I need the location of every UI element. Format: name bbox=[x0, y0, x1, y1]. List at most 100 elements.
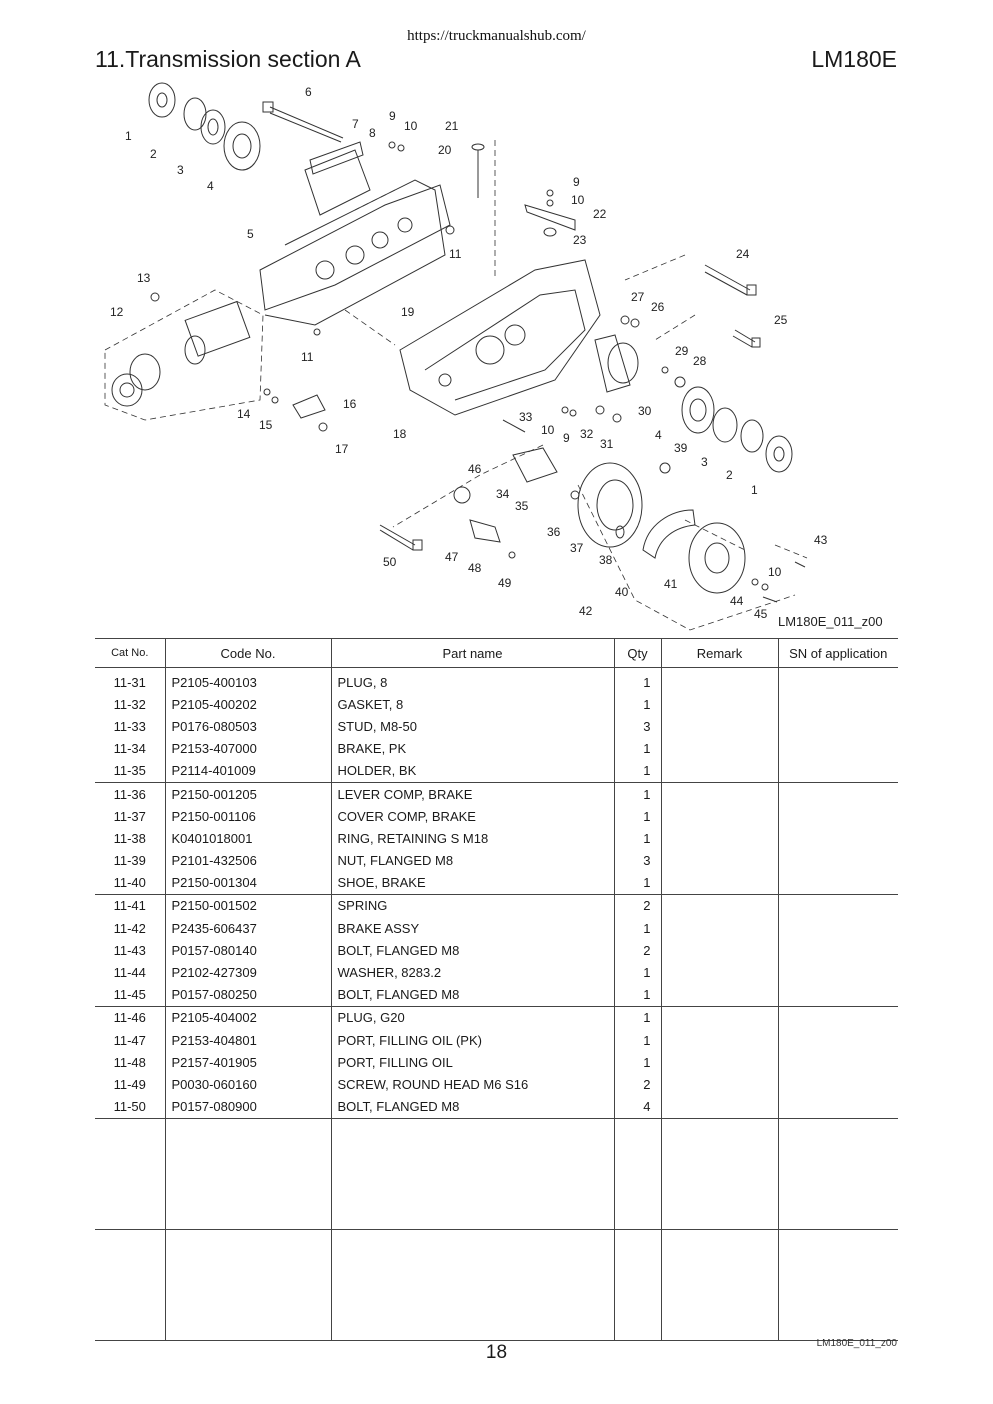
cell-cat: 11-35 bbox=[95, 759, 165, 783]
cell-code: K0401018001 bbox=[164, 827, 331, 850]
cell-qty: 2 bbox=[613, 894, 661, 918]
cell-code: P2153-407000 bbox=[164, 737, 331, 760]
cell-code: P0176-080503 bbox=[164, 715, 331, 738]
cell-qty: 1 bbox=[613, 983, 661, 1007]
callout-label: 39 bbox=[674, 441, 688, 455]
cell-code: P0157-080900 bbox=[164, 1095, 331, 1119]
ring-part-38 bbox=[615, 525, 625, 539]
callout-labels: 1 2 3 4 5 6 7 8 9 10 21 20 9 10 22 23 11… bbox=[110, 85, 828, 621]
cell-name: GASKET, 8 bbox=[330, 693, 614, 716]
cell-sn bbox=[777, 1073, 898, 1096]
bolt-part-6 bbox=[269, 106, 344, 139]
cell-name: BRAKE, PK bbox=[330, 737, 614, 760]
cell-remark bbox=[660, 667, 778, 694]
cell-cat: 11-39 bbox=[113, 853, 146, 869]
cell-name: LEVER COMP, BRAKE bbox=[330, 782, 614, 806]
cell-code: P2101-432506 bbox=[164, 849, 331, 872]
exploded-parts-diagram: 1 2 3 4 5 6 7 8 9 10 21 20 9 10 22 23 11… bbox=[95, 80, 898, 635]
arm-part-22 bbox=[524, 204, 576, 231]
cell-qty: 1 bbox=[613, 1051, 661, 1074]
stud-part-33 bbox=[502, 419, 526, 433]
callout-label: 12 bbox=[110, 305, 124, 319]
callout-label: 9 bbox=[563, 431, 570, 445]
cell-cat: 11-49 bbox=[113, 1076, 146, 1092]
cell-name: STUD, M8-50 bbox=[330, 715, 614, 738]
cell-remark bbox=[660, 894, 778, 918]
callout-label: 38 bbox=[599, 553, 613, 567]
callout-label: 13 bbox=[137, 271, 151, 285]
cell-sn bbox=[777, 715, 898, 738]
cell-qty: 1 bbox=[613, 737, 661, 760]
callout-label: 4 bbox=[207, 179, 214, 193]
housing-part-5 bbox=[259, 184, 451, 311]
cell-name: BRAKE ASSY bbox=[330, 917, 614, 940]
cell-name: NUT, FLANGED M8 bbox=[330, 849, 614, 872]
cell-qty: 2 bbox=[613, 1073, 661, 1096]
parts-table: Cat No. Code No. Part name Qty Remark SN… bbox=[95, 638, 898, 1341]
callout-label: 19 bbox=[401, 305, 415, 319]
callout-label: 49 bbox=[498, 576, 512, 590]
empty-row bbox=[95, 1229, 898, 1341]
cell-code: P2157-401905 bbox=[164, 1051, 331, 1074]
callout-label: 25 bbox=[774, 313, 788, 327]
cell-remark bbox=[660, 917, 778, 940]
cell-remark bbox=[660, 737, 778, 760]
callout-label: 10 bbox=[404, 119, 418, 133]
callout-label: 14 bbox=[237, 407, 251, 421]
source-url[interactable]: https://truckmanualshub.com/ bbox=[407, 28, 586, 44]
bearing-part-1 bbox=[148, 82, 176, 118]
cell-sn bbox=[777, 849, 898, 872]
header-sn: SN of application bbox=[777, 638, 898, 668]
cell-code: P0157-080250 bbox=[164, 983, 331, 1007]
snap-ring-part-2 bbox=[183, 97, 207, 131]
cell-sn bbox=[777, 939, 898, 962]
callout-label: 46 bbox=[468, 462, 482, 476]
callout-label: 47 bbox=[445, 550, 459, 564]
callout-label: 9 bbox=[573, 175, 580, 189]
holder-part-16 bbox=[292, 394, 326, 419]
cell-cat: 11-38 bbox=[113, 830, 146, 846]
callout-label: 10 bbox=[768, 565, 782, 579]
cell-qty: 1 bbox=[613, 871, 661, 895]
callout-label: 50 bbox=[383, 555, 397, 569]
bolt-part-45 bbox=[762, 596, 778, 603]
cell-name: RING, RETAINING S M18 bbox=[330, 827, 614, 850]
callout-label: 4 bbox=[655, 428, 662, 442]
cell-cat: 11-50 bbox=[95, 1095, 165, 1119]
cell-remark bbox=[660, 871, 778, 895]
cell-cat: 11-33 bbox=[113, 718, 146, 734]
cell-remark bbox=[660, 715, 778, 738]
cell-code: P2153-404801 bbox=[164, 1029, 331, 1052]
cell-name: WASHER, 8283.2 bbox=[330, 961, 614, 984]
callout-label: 10 bbox=[541, 423, 555, 437]
brake-pk-part-34 bbox=[512, 447, 558, 483]
cell-name: PLUG, 8 bbox=[330, 667, 614, 694]
callout-label: 42 bbox=[579, 604, 593, 618]
cell-name: BOLT, FLANGED M8 bbox=[330, 1095, 614, 1119]
callout-label: 1 bbox=[751, 483, 758, 497]
bearing-part-4b bbox=[681, 386, 715, 434]
cell-name: SCREW, ROUND HEAD M6 S16 bbox=[330, 1073, 614, 1096]
cell-sn bbox=[777, 782, 898, 806]
cell-cat: 11-37 bbox=[113, 808, 146, 824]
callout-label: 43 bbox=[814, 533, 828, 547]
cell-cat: 11-45 bbox=[95, 983, 165, 1007]
cover-part-37 bbox=[577, 462, 643, 548]
callout-label: 6 bbox=[305, 85, 312, 99]
cell-qty: 1 bbox=[613, 961, 661, 984]
diagram-code: LM180E_011_z00 bbox=[778, 614, 883, 629]
callout-label: 31 bbox=[600, 437, 614, 451]
cell-qty: 1 bbox=[613, 917, 661, 940]
cell-qty: 1 bbox=[613, 1029, 661, 1052]
callout-label: 10 bbox=[571, 193, 585, 207]
callout-label: 11 bbox=[301, 350, 314, 364]
cell-name: HOLDER, BK bbox=[330, 759, 614, 783]
callout-label: 28 bbox=[693, 354, 707, 368]
cell-remark bbox=[660, 1095, 778, 1119]
cell-remark bbox=[660, 849, 778, 872]
